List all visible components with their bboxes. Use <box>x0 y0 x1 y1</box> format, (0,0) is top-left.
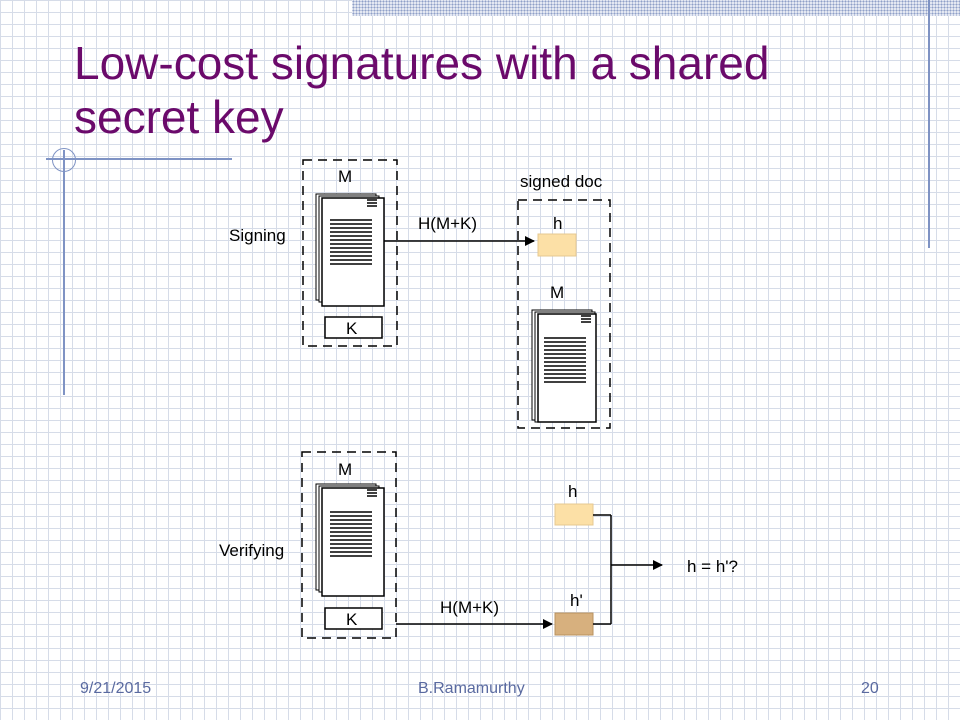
verifying-key-label: K <box>346 610 358 629</box>
signing-input-dashed-box <box>302 159 398 347</box>
left-decorative-line <box>63 150 65 395</box>
decorative-circle <box>52 148 76 172</box>
verifying-input-dashed-box <box>301 451 397 639</box>
right-decorative-line <box>928 0 930 248</box>
signed-doc-hash-box <box>537 233 577 257</box>
signed-doc-label: signed doc <box>520 172 603 191</box>
verifying-key-box <box>324 607 383 630</box>
verifying-arrow-label: H(M+K) <box>440 598 499 617</box>
footer-page-number: 20 <box>861 680 879 697</box>
signed-doc-dashed-box <box>517 199 611 429</box>
verifying-doc-label: M <box>338 460 352 479</box>
footer-author: B.Ramamurthy <box>418 680 525 697</box>
footer-date: 9/21/2015 <box>80 680 152 697</box>
signing-doc-label: M <box>338 167 352 186</box>
signed-doc-m-label: M <box>550 283 564 302</box>
comparison-label: h = h'? <box>687 557 738 576</box>
verifying-label: Verifying <box>219 541 284 560</box>
verifying-h-box <box>554 503 594 526</box>
signing-label: Signing <box>229 226 286 245</box>
top-decorative-band <box>352 0 960 16</box>
signed-doc-document-icon <box>531 309 597 423</box>
signed-doc-hash-label: h <box>553 214 562 233</box>
slide-title: Low-cost signatures with a shared secret… <box>74 37 770 143</box>
signing-key-label: K <box>346 319 358 338</box>
verifying-h-label: h <box>568 482 577 501</box>
verifying-h-prime-label: h' <box>570 591 583 610</box>
verifying-document-icon <box>315 483 385 597</box>
signing-document-icon <box>315 193 385 307</box>
signing-arrow-label: H(M+K) <box>418 214 477 233</box>
verifying-h-prime-box <box>554 612 594 636</box>
title-underline <box>46 158 232 160</box>
comparison-connector <box>593 514 612 625</box>
signing-key-box <box>324 316 383 339</box>
